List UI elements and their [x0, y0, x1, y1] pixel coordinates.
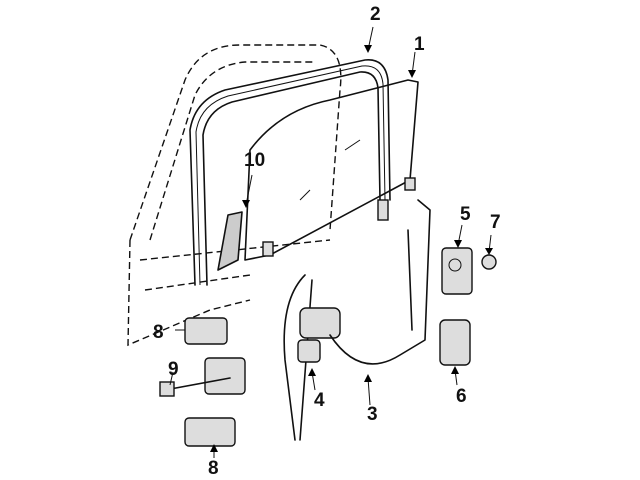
callout-9-label: 9: [168, 359, 179, 380]
clip-part: [481, 254, 497, 270]
callout-1-label: 1: [414, 34, 425, 55]
vent-glass-part: [217, 211, 243, 271]
callout-5-label: 5: [460, 204, 471, 225]
leader-lines: [169, 26, 493, 458]
lower-hinge-part: [184, 417, 236, 447]
callout-8-upper-label: 8: [153, 322, 164, 343]
cable-part: [329, 199, 431, 365]
callout-8-lower-label: 8: [208, 458, 219, 479]
callout-3-label: 3: [367, 404, 378, 425]
callout-4-label: 4: [314, 390, 325, 411]
callout-7-label: 7: [490, 212, 501, 233]
callout-2-label: 2: [370, 4, 381, 25]
upper-hinge-part: [184, 317, 228, 345]
inside-handle-part: [439, 319, 471, 366]
run-channel-part: [189, 59, 391, 286]
window-glass-part: [244, 79, 419, 261]
door-shell: [127, 44, 342, 347]
lock-part: [441, 247, 473, 295]
regulator-part: [283, 274, 341, 441]
check-link-part: [159, 357, 246, 397]
callout-10-label: 10: [244, 150, 265, 171]
callout-6-label: 6: [456, 386, 467, 407]
